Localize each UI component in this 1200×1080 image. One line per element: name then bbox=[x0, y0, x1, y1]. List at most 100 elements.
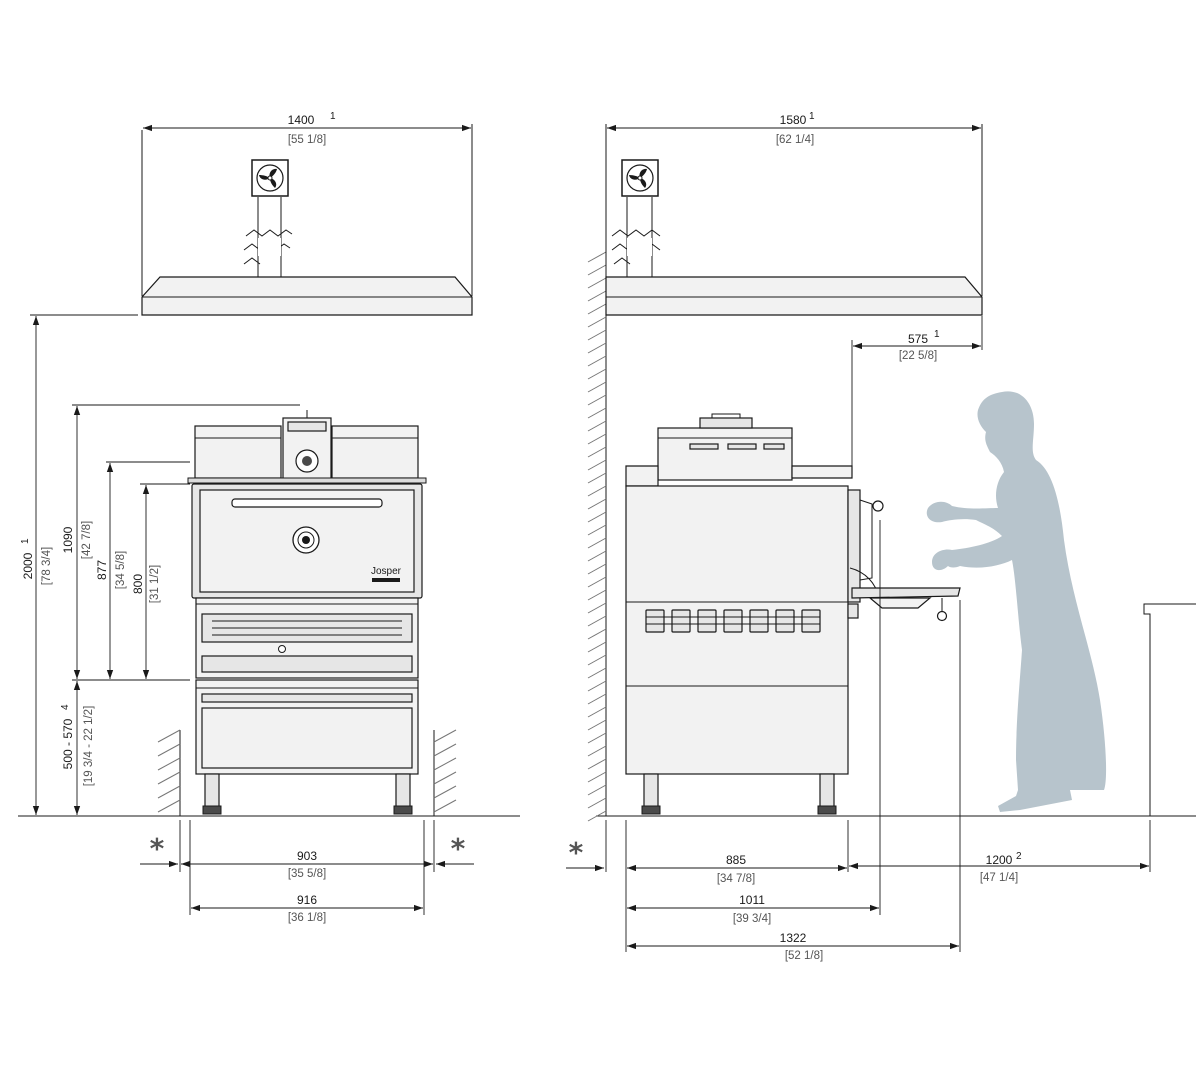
wall-hatch-line bbox=[587, 251, 607, 263]
wall-hatch-line bbox=[587, 290, 607, 302]
front-hood bbox=[141, 124, 473, 316]
svg-text:[78 3/4]: [78 3/4] bbox=[41, 547, 53, 585]
person-silhouette bbox=[926, 391, 1107, 812]
wall-hatch-line bbox=[587, 719, 607, 731]
wall-hatch-line bbox=[587, 810, 607, 822]
asterisk-icon: * bbox=[150, 832, 165, 865]
svg-text:1: 1 bbox=[330, 111, 336, 122]
svg-text:4: 4 bbox=[60, 704, 71, 710]
wall-hatch-line bbox=[587, 407, 607, 419]
side-hood bbox=[605, 124, 983, 316]
svg-text:[34 5/8]: [34 5/8] bbox=[115, 551, 127, 589]
fan-icon bbox=[251, 159, 289, 197]
svg-text:877: 877 bbox=[95, 560, 109, 580]
wall-hatch-line bbox=[587, 706, 607, 718]
front-oven: Josper bbox=[187, 410, 427, 815]
wall-hatch-line bbox=[587, 550, 607, 562]
dim-door-top-height: 877 [34 5/8] bbox=[95, 463, 127, 679]
wall-hatch-line bbox=[587, 433, 607, 445]
svg-text:2: 2 bbox=[1016, 851, 1022, 862]
svg-text:[39 3/4]: [39 3/4] bbox=[733, 913, 771, 925]
svg-text:[36 1/8]: [36 1/8] bbox=[288, 912, 326, 924]
wall-hatch-line bbox=[587, 537, 607, 549]
dim-hood-height: 2000 1 [78 3/4] bbox=[20, 316, 53, 815]
dim-overall-width: 916 [36 1/8] bbox=[191, 893, 423, 924]
wall-hatch-line bbox=[587, 745, 607, 757]
svg-text:[62 1/4]: [62 1/4] bbox=[776, 134, 814, 146]
wall-hatch-line bbox=[587, 784, 607, 796]
wall-hatch-line bbox=[587, 485, 607, 497]
svg-text:916: 916 bbox=[297, 893, 317, 907]
wall-hatch-line bbox=[587, 771, 607, 783]
wall-hatch-line bbox=[587, 641, 607, 653]
dim-hood-width: 1400 1 [55 1/8] bbox=[143, 111, 471, 146]
wall-hatch-line bbox=[587, 394, 607, 406]
dim-hood-overhang: 575 1 [22 5/8] bbox=[853, 329, 981, 362]
wall-hatch-line bbox=[587, 368, 607, 380]
brand-plate: Josper bbox=[371, 566, 402, 577]
side-oven bbox=[625, 413, 961, 815]
svg-text:1200: 1200 bbox=[986, 853, 1013, 867]
svg-text:[34 7/8]: [34 7/8] bbox=[717, 873, 755, 885]
dim-body-depth: 885 [34 7/8] bbox=[566, 853, 847, 885]
wall-hatch-line bbox=[587, 680, 607, 692]
fan-icon bbox=[621, 159, 659, 197]
wall-hatch-line bbox=[587, 589, 607, 601]
front-right-wall bbox=[433, 729, 457, 816]
wall-hatch-line bbox=[587, 667, 607, 679]
svg-text:[35 5/8]: [35 5/8] bbox=[288, 868, 326, 880]
svg-text:1: 1 bbox=[934, 329, 940, 340]
svg-text:[42 7/8]: [42 7/8] bbox=[81, 521, 93, 559]
svg-text:1580: 1580 bbox=[780, 113, 807, 127]
wall-hatch-line bbox=[587, 576, 607, 588]
dim-depth-open-door: 1322 [52 1/8] bbox=[627, 931, 959, 962]
wall-hatch-line bbox=[587, 563, 607, 575]
wall-hatch-line bbox=[587, 511, 607, 523]
side-vents bbox=[645, 609, 821, 633]
wall-hatch-line bbox=[587, 446, 607, 458]
side-counter bbox=[1143, 603, 1196, 816]
svg-text:1090: 1090 bbox=[61, 526, 75, 553]
svg-text:575: 575 bbox=[908, 332, 928, 346]
wall-hatch-line bbox=[587, 459, 607, 471]
svg-text:[22 5/8]: [22 5/8] bbox=[899, 350, 937, 362]
front-view: Josper bbox=[18, 111, 520, 924]
wall-hatch-line bbox=[587, 732, 607, 744]
wall-hatch-line bbox=[587, 758, 607, 770]
svg-text:[55 1/8]: [55 1/8] bbox=[288, 134, 326, 146]
wall-hatch-line bbox=[587, 420, 607, 432]
dim-oven-height: 1090 [42 7/8] bbox=[61, 406, 93, 679]
svg-text:903: 903 bbox=[297, 849, 317, 863]
svg-text:[47 1/4]: [47 1/4] bbox=[980, 872, 1018, 884]
wall-hatch-line bbox=[587, 277, 607, 289]
svg-text:[52 1/8]: [52 1/8] bbox=[785, 950, 823, 962]
svg-text:1400: 1400 bbox=[288, 113, 315, 127]
svg-text:885: 885 bbox=[726, 853, 746, 867]
front-left-wall bbox=[157, 729, 181, 816]
asterisk-icon: * bbox=[451, 832, 466, 865]
dim-depth-with-handle: 1011 [39 3/4] bbox=[627, 893, 879, 925]
wall-hatch-line bbox=[587, 264, 607, 276]
svg-text:1: 1 bbox=[20, 538, 31, 544]
wall-hatch-line bbox=[587, 316, 607, 328]
svg-text:2000: 2000 bbox=[21, 552, 35, 579]
dim-work-space: 1200 2 [47 1/4] bbox=[849, 851, 1149, 884]
svg-text:500 - 570: 500 - 570 bbox=[61, 718, 75, 769]
dim-door-height: 800 [31 1/2] bbox=[131, 485, 161, 679]
wall-hatch-line bbox=[587, 381, 607, 393]
svg-text:1011: 1011 bbox=[739, 893, 765, 907]
asterisk-icon: * bbox=[569, 836, 584, 869]
wall-hatch-line bbox=[587, 524, 607, 536]
svg-text:[31 1/2]: [31 1/2] bbox=[149, 565, 161, 603]
side-view: 1580 1 [62 1/4] 575 1 [22 5/8] 885 [34 7… bbox=[566, 111, 1196, 962]
wall-hatch-line bbox=[587, 472, 607, 484]
side-wall bbox=[587, 248, 607, 822]
dim-body-width: 903 [35 5/8] bbox=[140, 849, 474, 880]
wall-hatch-line bbox=[587, 303, 607, 315]
wall-hatch-line bbox=[587, 329, 607, 341]
wall-hatch-line bbox=[587, 498, 607, 510]
svg-text:1: 1 bbox=[809, 111, 815, 122]
dim-stand-height: 500 - 570 4 [19 3/4 - 22 1/2] bbox=[60, 681, 95, 815]
wall-hatch-line bbox=[587, 628, 607, 640]
